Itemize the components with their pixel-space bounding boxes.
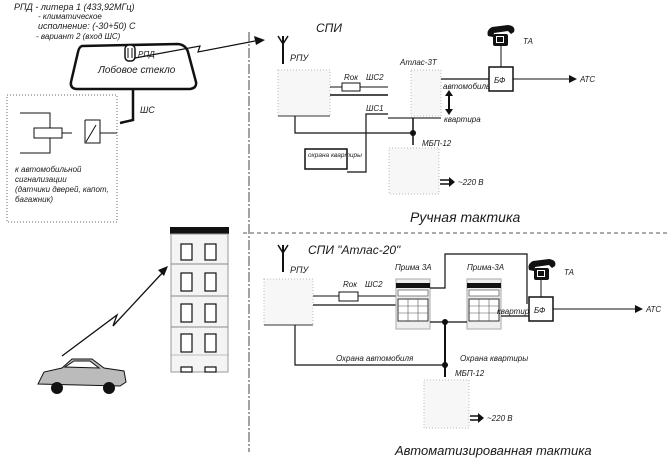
car-alarm-line1: к автомобильной	[15, 165, 82, 174]
arrow-head-icon	[254, 36, 265, 45]
manual-tactic-section: СПИ РПУ Rок ШС2 ШС1 Атлас-3Т автомобиль	[277, 21, 595, 225]
arrow-head-icon	[635, 305, 643, 313]
atlas-3t-device	[410, 69, 442, 117]
manual-ta-label: ТА	[523, 37, 533, 46]
car-icon	[37, 358, 127, 394]
manual-kvartira-label: квартира	[444, 115, 481, 124]
building-icon	[170, 227, 229, 373]
telephone-icon	[487, 25, 515, 46]
rpd-note-line3: исполнение: (-30+50) С	[38, 21, 136, 31]
auto-mbp-label: МБП-12	[455, 369, 485, 378]
prima-2-label: Прима-3А	[467, 263, 504, 272]
auto-shs2-label: ШС2	[365, 280, 383, 289]
auto-mbp-device	[423, 379, 470, 429]
manual-spi-title: СПИ	[316, 21, 342, 35]
rpd-label: РПД	[138, 50, 155, 59]
rpd-sensor-icon	[124, 44, 136, 62]
windshield-label: Лобовое стекло	[97, 64, 176, 76]
manual-220v-label: ~220 В	[458, 178, 484, 187]
manual-tactic-title: Ручная тактика	[410, 209, 521, 225]
car-alarm-line4: багажник)	[15, 195, 53, 204]
manual-rok-label: Rок	[344, 73, 359, 82]
auto-bf-label: БФ	[534, 306, 546, 315]
manual-rpu-device	[277, 69, 331, 117]
rpd-note-line2: - климатическое	[38, 12, 102, 21]
prima-2-device	[466, 278, 502, 330]
rpd-note: РПД - литера 1 (433,92МГц) - климатическ…	[14, 2, 136, 41]
radio-link-manual	[134, 40, 256, 59]
telephone-icon	[528, 259, 556, 280]
auto-ohrana-kv-label: Охрана квартиры	[460, 354, 528, 363]
atlas-3t-label: Атлас-3Т	[399, 58, 438, 67]
power-plug-icon	[440, 177, 455, 187]
manual-avto-label: автомобиль	[443, 82, 490, 91]
junction-node	[442, 362, 448, 368]
rpd-note-line1: РПД - литера 1 (433,92МГц)	[14, 2, 135, 12]
manual-ats-label: АТС	[579, 75, 595, 84]
manual-mbp-label: МБП-12	[422, 139, 452, 148]
auto-ta-label: ТА	[564, 268, 574, 277]
auto-rok-label: Rок	[343, 280, 358, 289]
shs-cable	[119, 89, 135, 125]
manual-rpu-label: РПУ	[290, 53, 310, 63]
power-plug-icon	[470, 413, 484, 423]
auto-resistor-icon	[338, 291, 359, 302]
auto-tactic-section: СПИ "Атлас-20" РПУ Rок ШС2 Прима 3А Прим…	[263, 243, 661, 458]
car-alarm-line3: (датчики дверей, капот,	[15, 185, 109, 194]
manual-bf-label: БФ	[494, 76, 506, 85]
car-alarm-border	[6, 94, 118, 223]
antenna-icon	[277, 244, 289, 272]
radio-link-auto	[61, 269, 166, 357]
auto-spi-title: СПИ "Атлас-20"	[308, 243, 401, 257]
manual-ohrana-label: охрана квартиры	[308, 152, 362, 159]
auto-kvartira-label: квартира	[497, 307, 534, 316]
prima-1-label: Прима 3А	[395, 263, 432, 272]
auto-rpu-device	[263, 278, 314, 326]
shs-label: ШС	[140, 105, 155, 115]
auto-rpu-label: РПУ	[290, 265, 310, 275]
relay-coil-icon	[33, 127, 63, 139]
manual-resistor-icon	[341, 82, 361, 92]
double-arrow-icon	[445, 90, 453, 115]
manual-mbp-device	[388, 147, 440, 195]
arrow-head-icon	[569, 75, 577, 83]
auto-ats-label: АТС	[645, 305, 661, 314]
manual-shs2-label: ШС2	[366, 73, 384, 82]
car-alarm-line2: сигнализации	[15, 175, 67, 184]
car-alarm-box: к автомобильной сигнализации (датчики дв…	[6, 94, 118, 223]
antenna-icon	[277, 35, 289, 64]
auto-220v-label: ~220 В	[487, 414, 513, 423]
rpd-note-line4: - вариант 2 (вход ШС)	[36, 32, 121, 41]
auto-tactic-title: Автоматизированная тактика	[394, 443, 592, 458]
prima-1-device	[395, 278, 431, 330]
manual-shs1-label: ШС1	[366, 104, 384, 113]
relay-contact-icon	[84, 119, 101, 144]
auto-ohrana-auto-label: Охрана автомобиля	[336, 354, 414, 363]
manual-ohrana-box	[304, 148, 348, 170]
arrow-head-icon	[158, 266, 168, 276]
